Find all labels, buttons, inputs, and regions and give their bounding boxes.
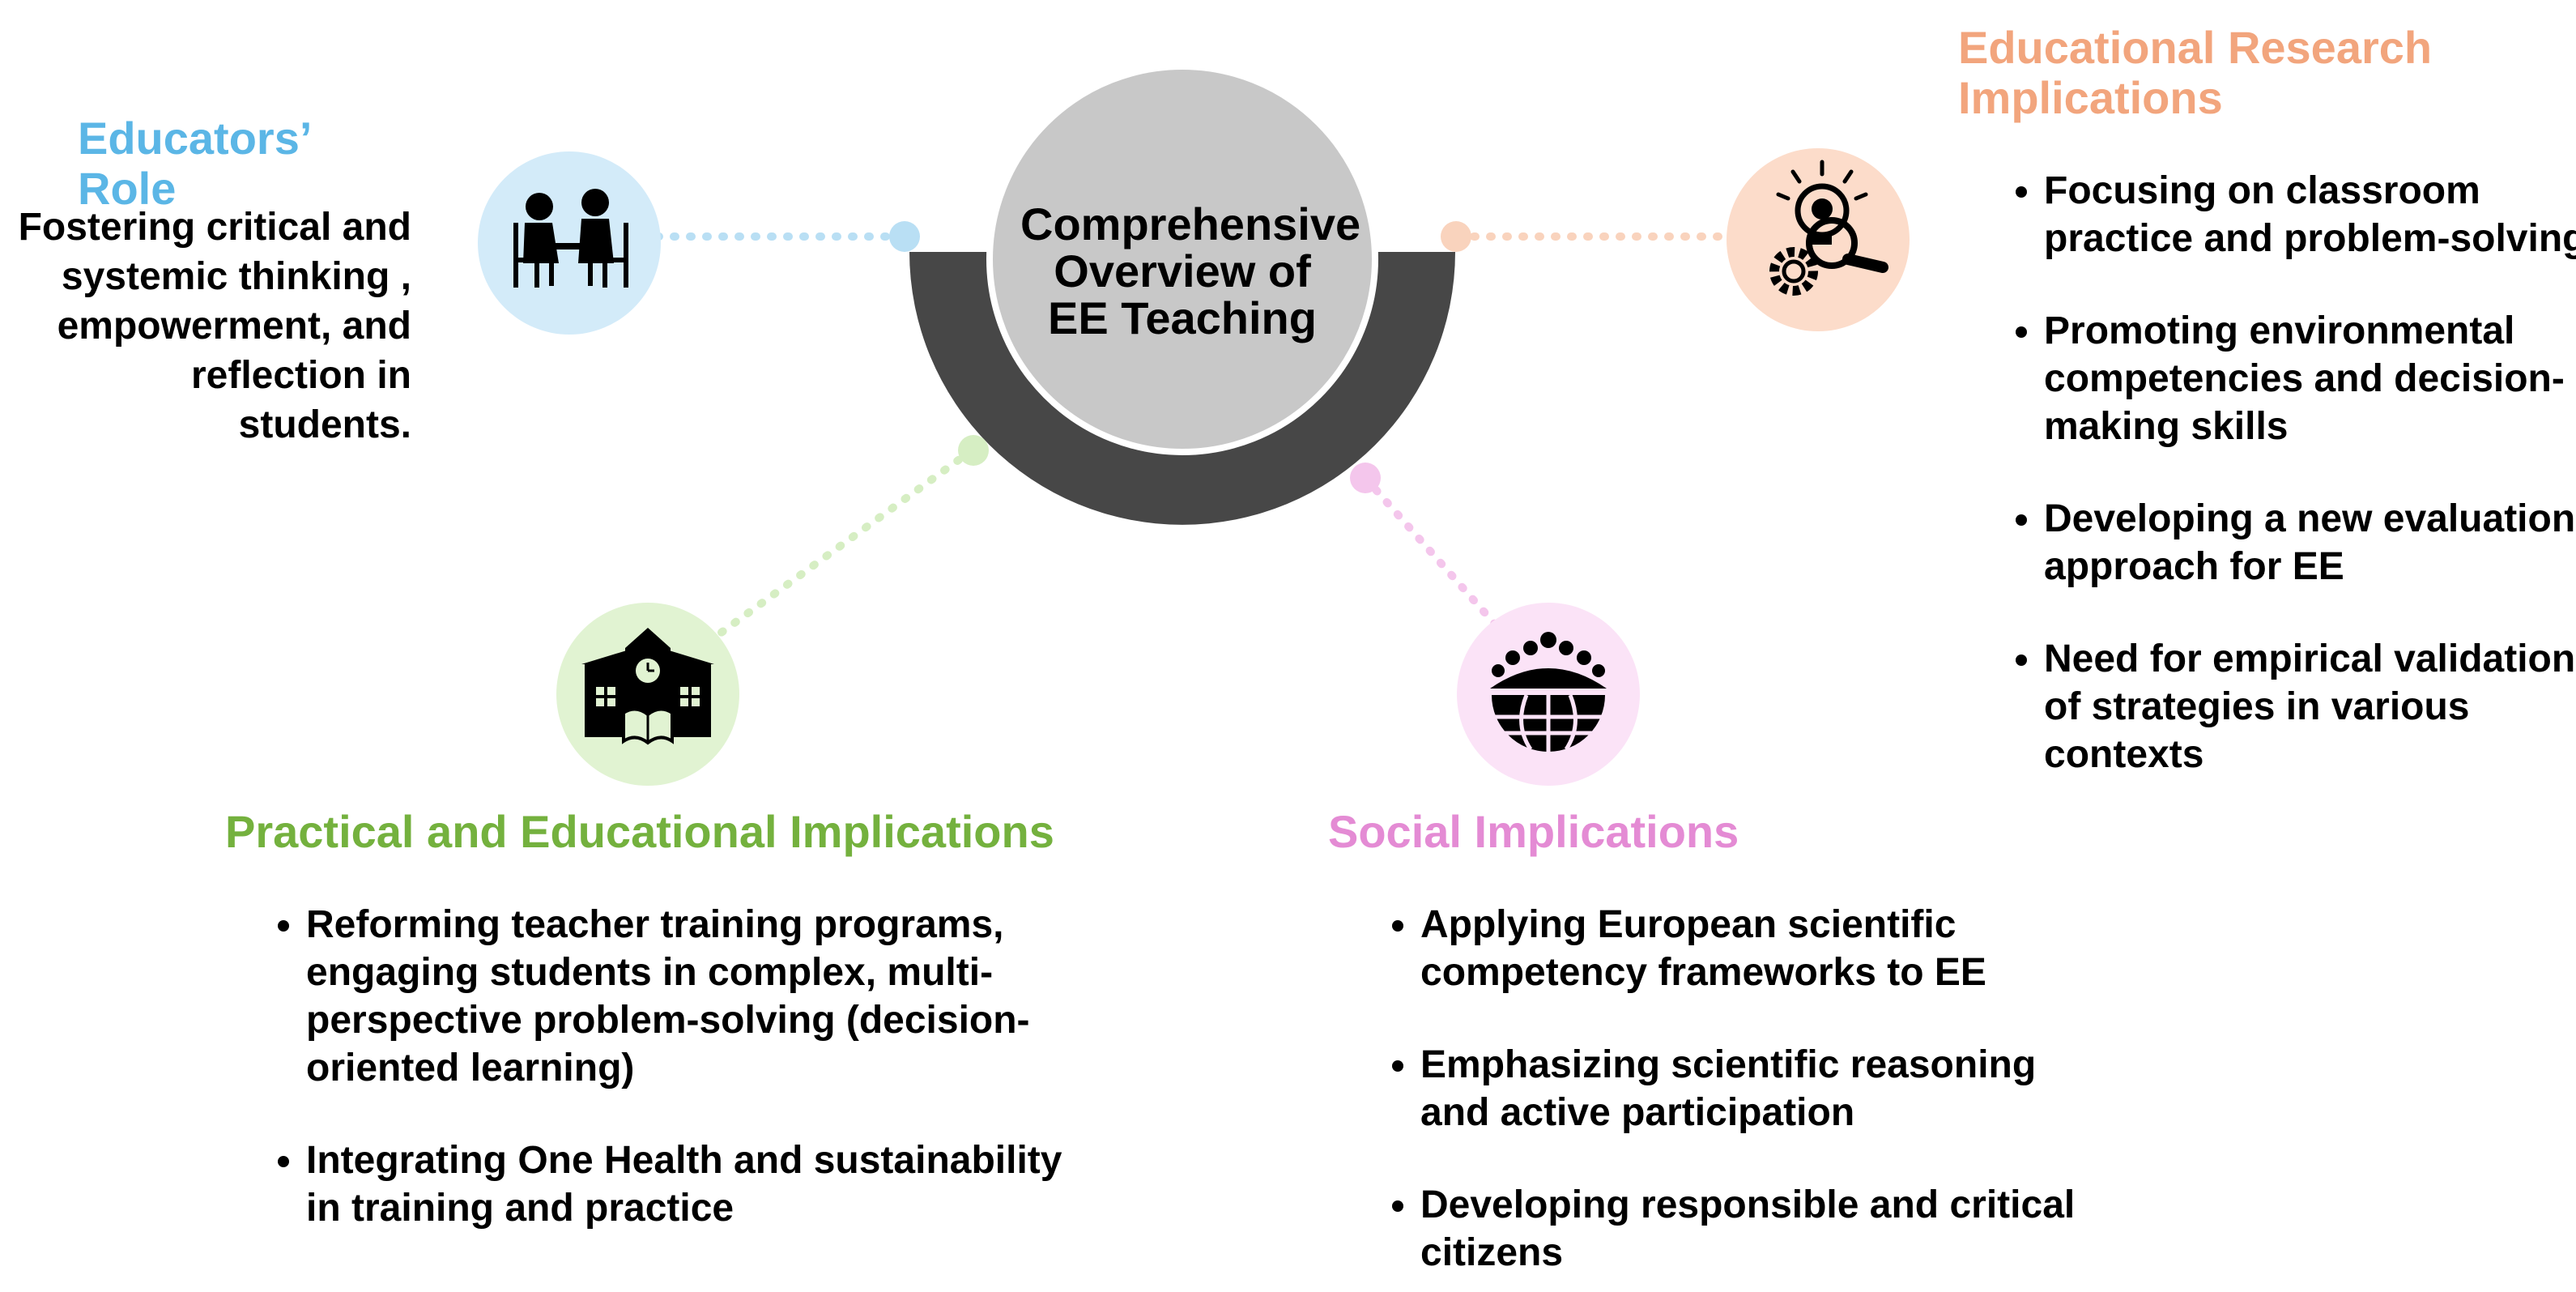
practical-item: Reforming teacher training programs, eng… xyxy=(306,901,1084,1092)
connector-dot-research xyxy=(1441,221,1471,252)
connector-dot-practical xyxy=(958,435,989,466)
educators-role-title: Educators’ Role xyxy=(78,113,310,214)
educators-role-text: Fostering critical and systemic thinking… xyxy=(18,206,411,446)
practical-title: Practical and Educational Implications xyxy=(225,806,1054,857)
connector-dot-social xyxy=(1350,463,1381,493)
school-book-icon xyxy=(556,603,739,786)
center-title: Comprehensive Overview of EE Teaching xyxy=(1020,198,1361,343)
research-item: Focusing on classroom practice and probl… xyxy=(2044,167,2576,262)
practical-item: Integrating One Health and sustainabilit… xyxy=(306,1136,1084,1232)
research-title: Educational Research Implications xyxy=(1958,22,2433,123)
connector-practical xyxy=(713,446,976,640)
research-list: Focusing on classroom practice and probl… xyxy=(2002,167,2576,778)
practical-list: Reforming teacher training programs, eng… xyxy=(264,901,1084,1232)
center-circle xyxy=(986,63,1378,455)
research-item: Need for empirical validation of strateg… xyxy=(2044,635,2576,778)
research-item: Developing a new evaluation approach for… xyxy=(2044,495,2576,591)
people-globe-icon xyxy=(1457,603,1640,786)
connector-social xyxy=(1361,474,1502,632)
connector-dot-educators xyxy=(889,221,920,252)
idea-gear-magnifier-icon xyxy=(1727,148,1910,331)
social-list: Applying European scientific competency … xyxy=(1378,901,2084,1277)
teacher-student-desk-icon xyxy=(478,151,661,335)
social-item: Developing responsible and critical citi… xyxy=(1420,1181,2084,1277)
social-title: Social Implications xyxy=(1328,806,1739,857)
social-item: Emphasizing scientific reasoning and act… xyxy=(1420,1041,2084,1136)
social-item: Applying European scientific competency … xyxy=(1420,901,2084,996)
research-item: Promoting environmental competencies and… xyxy=(2044,307,2576,450)
